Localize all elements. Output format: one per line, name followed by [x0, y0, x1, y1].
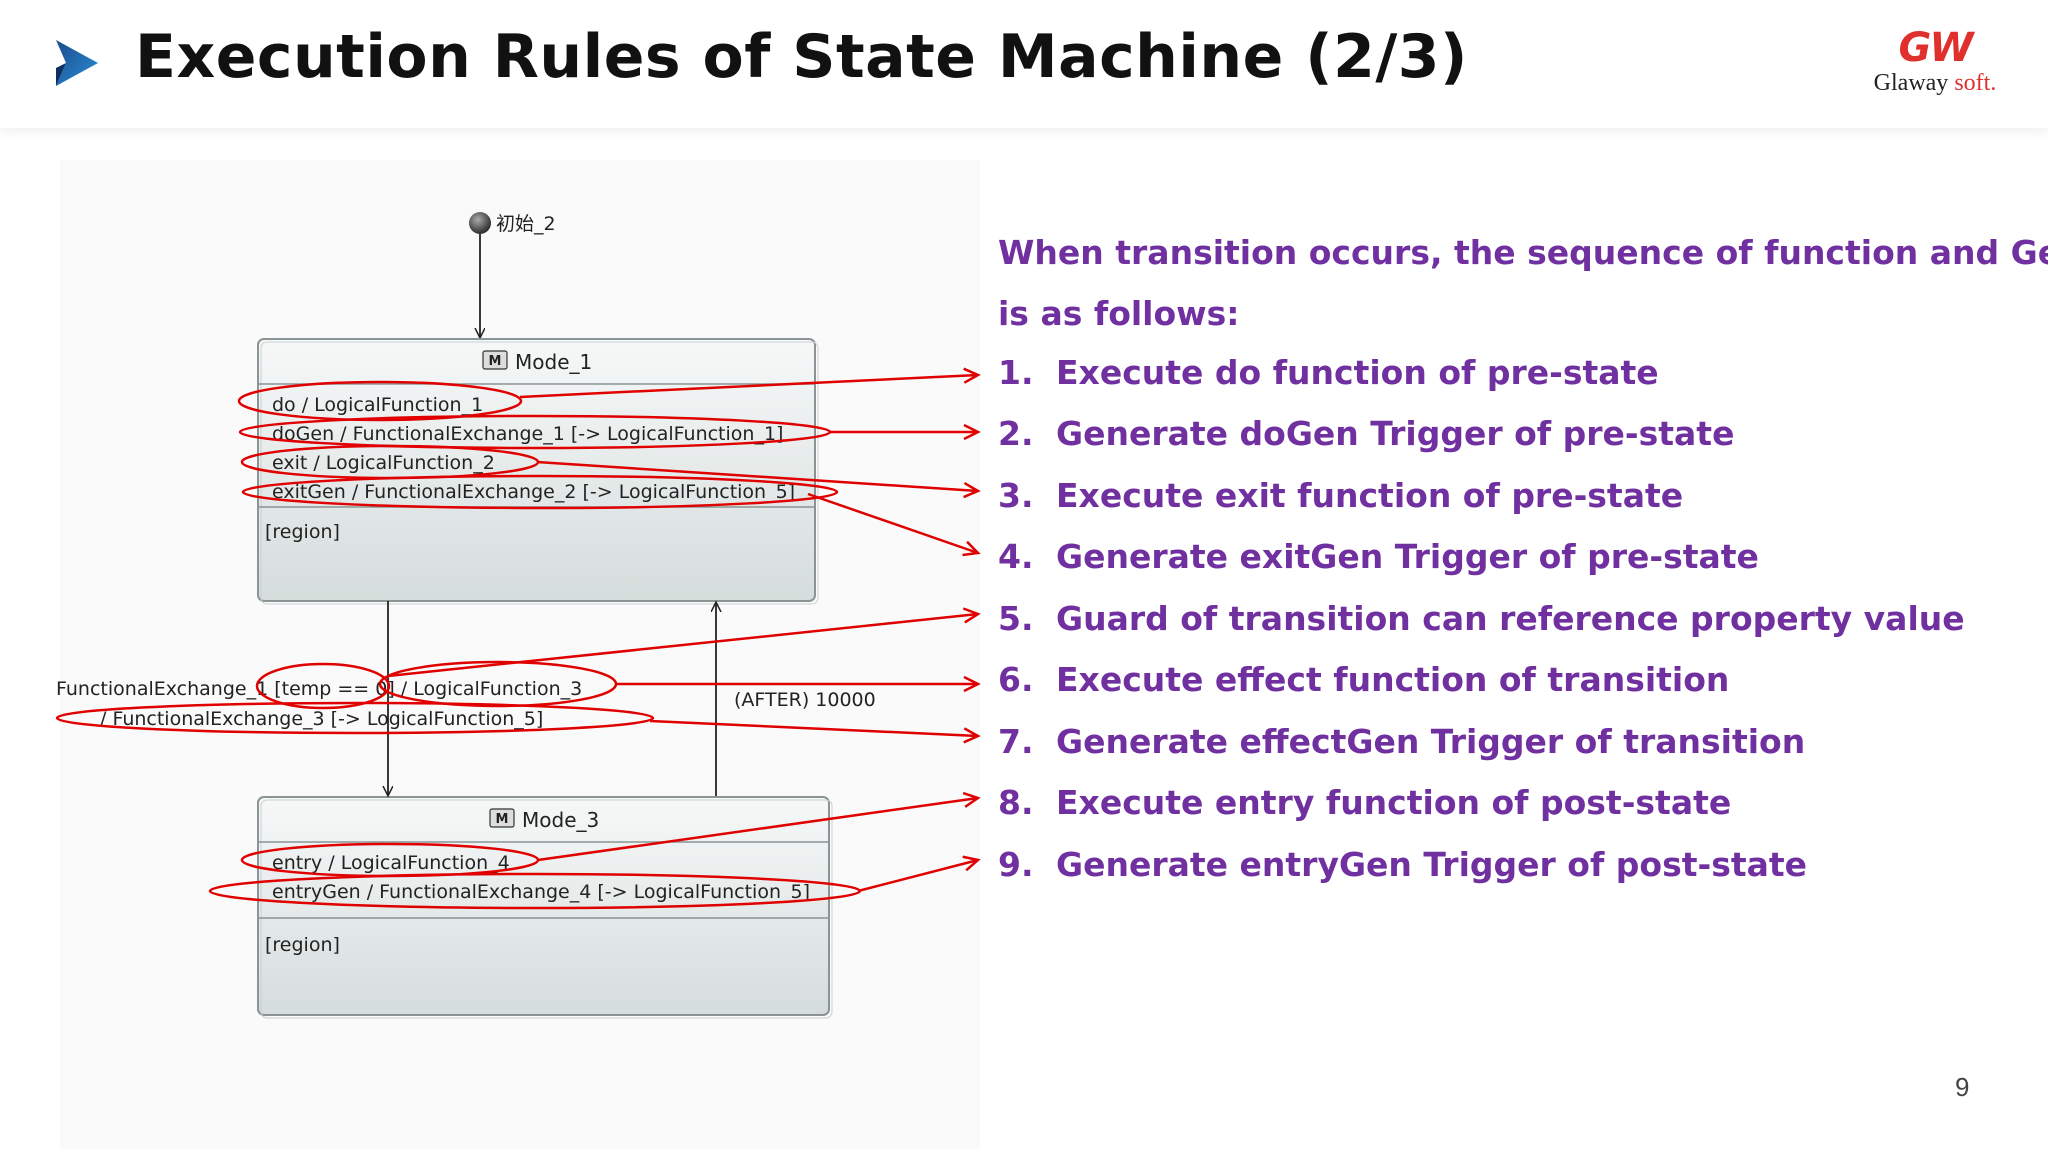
slide-header: Execution Rules of State Machine (2/3) G…: [0, 0, 2048, 128]
rule-item: 6.Execute effect function of transition: [998, 660, 1730, 699]
rule-item: 5.Guard of transition can reference prop…: [998, 599, 1965, 638]
arrow-1: [519, 375, 978, 399]
state-row: entryGen / FunctionalExchange_4 [-> Logi…: [272, 881, 810, 903]
rule-item: 7.Generate effectGen Trigger of transiti…: [998, 722, 1806, 761]
company-logo: GW Glaway soft.: [1860, 28, 2010, 97]
initial-label: 初始_2: [496, 213, 556, 235]
arrow-8: [537, 798, 978, 862]
arrow-5: [387, 614, 978, 678]
state-mode-1: M Mode_1 do / LogicalFunction_1 doGen / …: [257, 338, 819, 605]
intro-line-2: is as follows:: [998, 294, 1240, 333]
state-row: doGen / FunctionalExchange_1 [-> Logical…: [272, 423, 783, 445]
arrow-9: [857, 860, 978, 893]
rule-item: 2.Generate doGen Trigger of pre-state: [998, 414, 1735, 453]
initial-node: [469, 212, 491, 234]
page-title: Execution Rules of State Machine (2/3): [135, 22, 1468, 92]
intro-line-1: When transition occurs, the sequence of …: [998, 233, 2048, 272]
rule-item: 3.Execute exit function of pre-state: [998, 476, 1684, 515]
rule-item: 9.Generate entryGen Trigger of post-stat…: [998, 845, 1808, 884]
region-label: [region]: [265, 934, 340, 956]
rule-item: 4.Generate exitGen Trigger of pre-state: [998, 537, 1759, 576]
brand-mark: GW: [1898, 25, 1974, 71]
state-row: exitGen / FunctionalExchange_2 [-> Logic…: [272, 481, 795, 503]
arrow-4: [807, 492, 978, 553]
brand-name: Glaway soft.: [1873, 70, 1997, 96]
mode-icon: [489, 808, 515, 828]
region-label: [region]: [265, 521, 340, 543]
transition-label: FunctionalExchange_1 [temp == 0] / Logic…: [56, 678, 582, 700]
page-number: 9: [1955, 1072, 1970, 1102]
highlight-effectgen: [55, 701, 655, 735]
state-row: entry / LogicalFunction_4: [272, 852, 510, 874]
svg-text:M: M: [496, 812, 509, 827]
after-label: (AFTER) 10000: [734, 689, 876, 711]
play-triangle-icon: [56, 40, 98, 86]
execution-rules-list: When transition occurs, the sequence of …: [998, 222, 2048, 884]
transition-label: / FunctionalExchange_3 [-> LogicalFuncti…: [100, 708, 543, 730]
rule-item: 1.Execute do function of pre-state: [998, 353, 1659, 392]
mode-icon: [482, 350, 508, 370]
arrow-3: [536, 460, 978, 491]
arrow-7: [649, 719, 978, 736]
state-machine-diagram: 初始_2 M Mode_1 do / LogicalFunction_1 doG…: [55, 160, 2048, 1150]
state-row: exit / LogicalFunction_2: [272, 452, 495, 474]
state-name: Mode_1: [515, 350, 592, 374]
state-name: Mode_3: [522, 808, 599, 832]
state-mode-3: M Mode_3 entry / LogicalFunction_4 entry…: [257, 796, 833, 1019]
svg-text:M: M: [489, 354, 502, 369]
highlight-guard: [255, 662, 391, 710]
pointer-arrows: [387, 375, 978, 893]
state-row: do / LogicalFunction_1: [272, 394, 483, 416]
rule-item: 8.Execute entry function of post-state: [998, 783, 1732, 822]
highlight-exitgen: [241, 474, 839, 510]
highlight-do: [237, 380, 523, 422]
